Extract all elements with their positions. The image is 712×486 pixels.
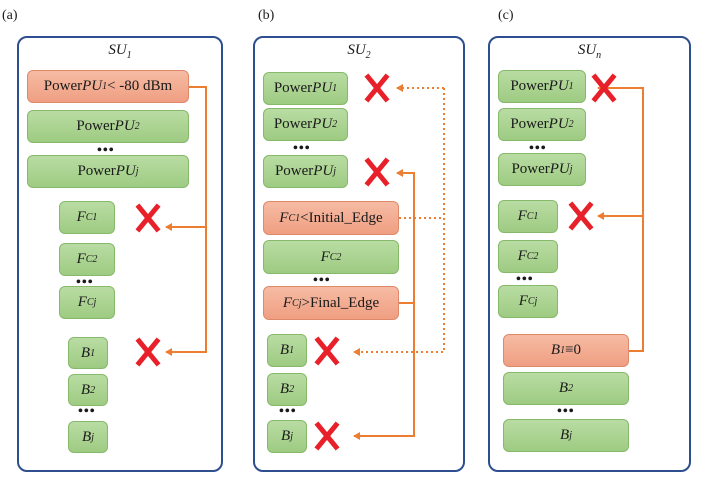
panel-a-cross-b1: [135, 337, 161, 367]
panel-c-cross-pu1: [591, 73, 617, 103]
panel-b-cross-b1: [314, 336, 340, 366]
panel-b-dotted-connector: [353, 84, 445, 356]
panel-c-connector: [597, 84, 644, 352]
panel-a-connector: [165, 86, 207, 356]
panel-a-cross-fc1: [135, 203, 161, 233]
panel-a-title: SU1: [108, 42, 132, 61]
panel-b-label: (b): [258, 8, 275, 23]
panel-c-b-ellipsis: •••: [557, 404, 575, 419]
panel-c-title: SUn: [577, 42, 602, 61]
panel-b-title: SU2: [347, 42, 371, 61]
panel-c-label: (c): [498, 8, 514, 23]
panel-a-b-ellipsis: •••: [78, 404, 96, 419]
panel-b-cross-puj: [364, 157, 390, 187]
panel-b-power-ellipsis: •••: [293, 141, 311, 156]
panel-b-cross-bj: [314, 421, 340, 451]
panel-c-power-ellipsis: •••: [529, 141, 547, 156]
panel-b-solid-connector: [353, 169, 415, 440]
panel-b-cross-pu1: [364, 73, 390, 103]
panel-a-power-ellipsis: •••: [97, 143, 115, 158]
panel-b-b-ellipsis: •••: [279, 404, 297, 419]
panel-c-fc-ellipsis: •••: [516, 272, 534, 287]
panel-b-fc-ellipsis: •••: [313, 273, 331, 288]
panel-a: [17, 36, 223, 472]
panel-a-label: (a): [2, 8, 18, 23]
panel-c-cross-fc1: [568, 201, 594, 231]
